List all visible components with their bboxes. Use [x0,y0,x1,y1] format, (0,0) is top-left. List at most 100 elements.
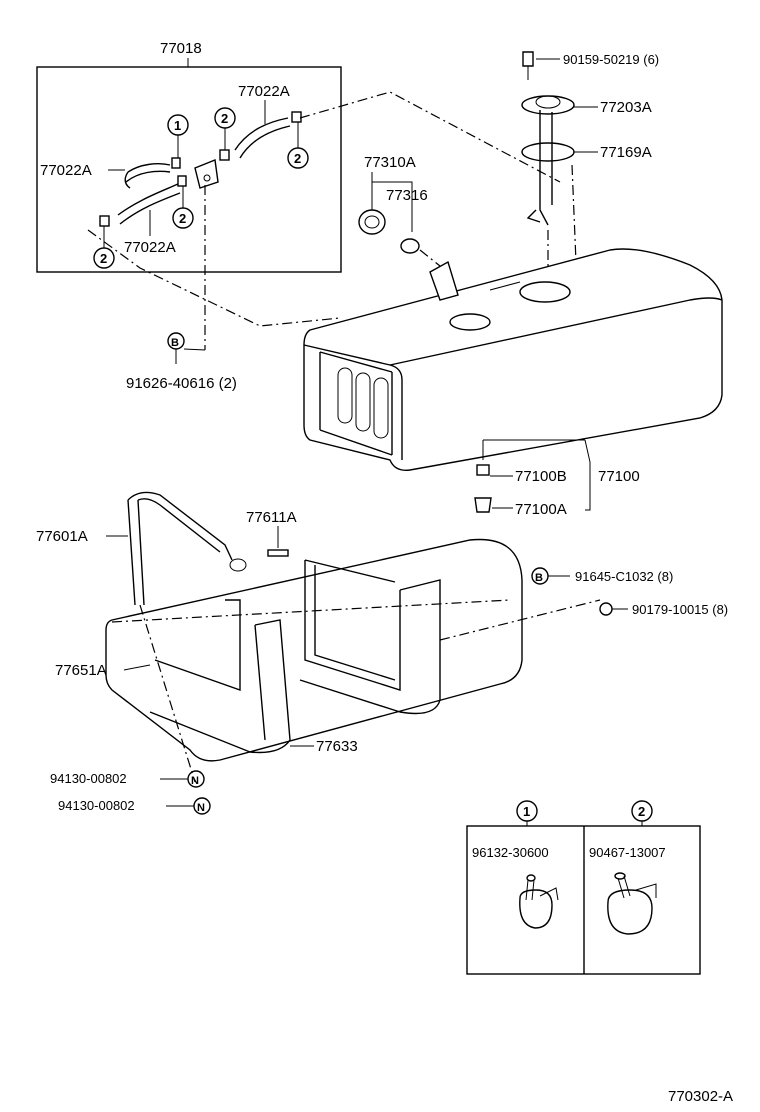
leader-b-mark [183,348,206,351]
label-77169a[interactable]: 77169A [600,144,652,161]
label-91645[interactable]: 91645-C1032 (8) [575,569,673,584]
label-77018[interactable]: 77018 [160,40,202,57]
pin-77611a [267,549,289,557]
tank-body [303,248,723,471]
plug-77100a-icon [474,497,492,513]
label-77611a[interactable]: 77611A [246,509,297,526]
label-77601a[interactable]: 77601A [36,528,88,545]
nut-n-mark-a[interactable]: N [187,770,205,788]
ref-circle-2a[interactable]: 2 [214,107,236,129]
legend-ref-1[interactable]: 1 [516,800,538,822]
diagram-code: 770302-A [668,1088,733,1105]
gauge-top [535,95,561,109]
bolt-91626-group: B 91626-40616 (2) [126,332,237,392]
tank-port-sender [519,281,571,303]
lower-tank-body [105,538,523,762]
ref-circle-2d[interactable]: 2 [93,247,115,269]
plug-77100b-icon [476,464,490,476]
clamp-2b [177,175,187,187]
tank-end-rim [319,351,393,456]
clamp-1 [171,157,181,169]
leader-77651a [123,664,151,671]
band-end [229,558,247,572]
dash-lower-tank [111,599,511,623]
sender-tube [526,110,553,226]
label-91626[interactable]: 91626-40616 (2) [126,375,237,392]
label-77100[interactable]: 77100 [598,468,640,485]
kit-box [36,66,342,273]
cap-gasket [400,238,420,254]
label-77022a-upper[interactable]: 77022A [238,83,290,100]
dash-kit-to-tank [299,91,561,183]
bolt-90159-icon [522,51,534,67]
bolt-91645-mark[interactable]: B [531,567,549,585]
label-77316[interactable]: 77316 [386,187,428,204]
tank-port-left [449,313,491,331]
label-77022a-left[interactable]: 77022A [40,162,92,179]
clamp-2d [99,215,110,227]
svg-text:B: B [535,572,543,584]
nut-n-mark-b[interactable]: N [193,797,211,815]
label-77203a[interactable]: 77203A [600,99,652,116]
hose-upper-b [239,125,291,159]
label-77310a[interactable]: 77310A [364,154,416,171]
label-77633[interactable]: 77633 [316,738,358,755]
dash-nut-90179 [439,599,601,641]
lower-tank-group: 77601A 77611A 77651A 77633 B 91645-C1032… [36,491,728,815]
dash-cap [419,249,441,267]
filler-neck [429,260,459,301]
hose-left-end [124,171,131,189]
clamp-legend: 1 2 96132-30600 90467-13007 [466,800,701,975]
fuel-cap [358,209,386,235]
legend-ref-2[interactable]: 2 [631,800,653,822]
dash-nut-94130 [139,604,196,783]
label-77100a[interactable]: 77100A [515,501,567,518]
label-94130-a[interactable]: 94130-00802 [50,771,127,786]
bracket-77100 [584,439,591,511]
svg-text:2: 2 [221,111,228,126]
fuel-tank-77100: 77100B 77100 77100A [303,248,723,518]
ref-circle-2c[interactable]: 2 [287,147,309,169]
hose-upper-a [234,117,289,151]
tank-top-edge [389,297,723,366]
svg-text:N: N [197,802,205,814]
gasket-77169 [521,142,575,162]
svg-text:2: 2 [100,251,107,266]
fitting-hole [203,174,211,182]
label-77100b[interactable]: 77100B [515,468,567,485]
hose-fitting [194,159,219,189]
sender-gauge-group: 90159-50219 (6) 77203A 77169A [521,51,659,272]
frame-band-right [304,559,401,691]
cap-group: 77310A 77316 [358,154,441,267]
svg-text:2: 2 [294,151,301,166]
tank-bracket [489,281,521,291]
svg-text:1: 1 [523,804,530,819]
clamp-96132-icon [519,874,559,929]
legend-part-1[interactable]: 96132-30600 [472,845,549,860]
hose-left-a [127,163,171,173]
label-77022a-lower[interactable]: 77022A [124,239,176,256]
band-77601a [127,491,233,606]
ref-circle-2b[interactable]: 2 [172,207,194,229]
nut-90179-icon [599,602,613,616]
clamp-2c [291,111,302,123]
tank-rib-3 [373,377,389,439]
bolt-b-mark[interactable]: B [167,332,185,350]
label-77651a[interactable]: 77651A [55,662,107,679]
fuel-cap-inner [364,215,380,229]
gauge-flange [521,95,575,115]
svg-text:N: N [191,775,199,787]
leader-77310a [371,172,413,232]
label-94130-b[interactable]: 94130-00802 [58,798,135,813]
frame-band-left [149,599,291,754]
svg-text:1: 1 [174,118,181,133]
clamp-90467-icon [607,872,657,935]
hose-lower-b [119,192,181,225]
ref-circle-1[interactable]: 1 [167,114,189,136]
tank-rib-2 [355,372,371,432]
label-90159[interactable]: 90159-50219 (6) [563,52,659,67]
clamp-2a [219,149,230,161]
legend-part-2[interactable]: 90467-13007 [589,845,666,860]
label-90179[interactable]: 90179-10015 (8) [632,602,728,617]
